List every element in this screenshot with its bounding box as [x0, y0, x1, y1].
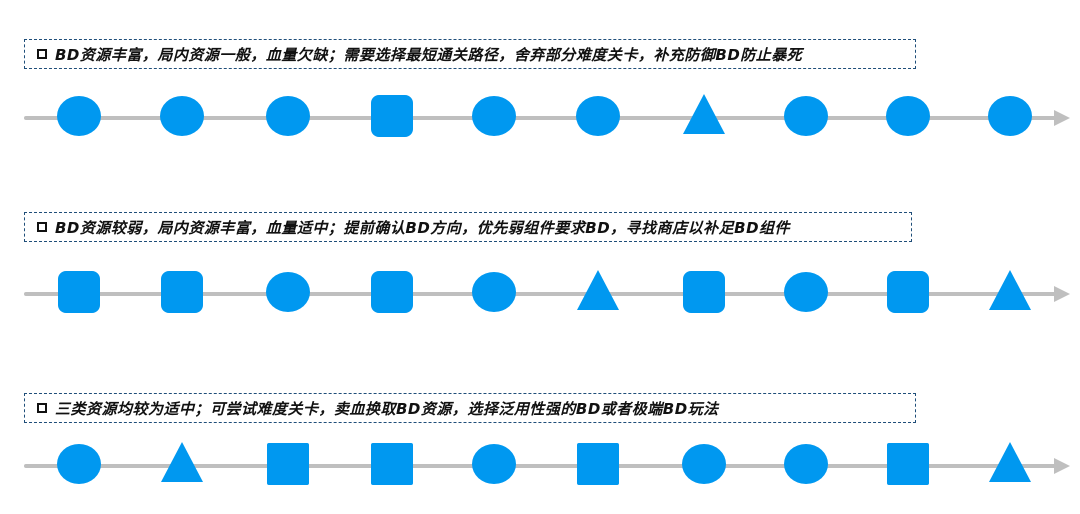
strategy-label-box: 三类资源均较为适中；可尝试难度关卡，卖血换取BD资源，选择泛用性强的BD或者极端… [24, 393, 916, 423]
path-node-circle [988, 95, 1032, 137]
circle-icon [472, 444, 516, 484]
path-node-circle [266, 95, 310, 137]
path-node-circle [266, 271, 310, 313]
path-node-circle [784, 95, 828, 137]
path-node-square [266, 443, 310, 485]
path-node-circle [886, 95, 930, 137]
path-node-triangle [576, 270, 620, 313]
path-node-rounded-square [886, 271, 930, 313]
strategy-label: BD资源较弱，局内资源丰富，血量适中；提前确认BD方向，优先弱组件要求BD，寻找… [55, 218, 791, 237]
path-node-circle [682, 443, 726, 485]
triangle-icon [577, 270, 619, 310]
path-node-circle [57, 443, 101, 485]
path-node-rounded-square [682, 271, 726, 313]
circle-icon [988, 96, 1032, 136]
strategy-label: BD资源丰富，局内资源一般，血量欠缺；需要选择最短通关路径，舍弃部分难度关卡，补… [55, 45, 803, 64]
circle-icon [784, 272, 828, 312]
circle-icon [57, 444, 101, 484]
path-node-triangle [988, 270, 1032, 313]
path-node-circle [160, 95, 204, 137]
square-icon [267, 443, 309, 485]
arrow-head-icon [1054, 110, 1070, 126]
arrow-head-icon [1054, 458, 1070, 474]
circle-icon [472, 272, 516, 312]
path-node-circle [472, 271, 516, 313]
path-node-circle [576, 95, 620, 137]
strategy-label-box: BD资源丰富，局内资源一般，血量欠缺；需要选择最短通关路径，舍弃部分难度关卡，补… [24, 39, 916, 69]
circle-icon [784, 444, 828, 484]
rounded-square-icon [683, 271, 725, 313]
path-line [24, 292, 1058, 296]
circle-icon [472, 96, 516, 136]
checkbox-icon [37, 49, 47, 59]
path-node-triangle [160, 442, 204, 485]
path-node-square [370, 443, 414, 485]
path-node-circle [784, 271, 828, 313]
path-line [24, 464, 1058, 468]
circle-icon [886, 96, 930, 136]
path-node-circle [57, 95, 101, 137]
path-node-circle [784, 443, 828, 485]
strategy-row-2: BD资源较弱，局内资源丰富，血量适中；提前确认BD方向，优先弱组件要求BD，寻找… [0, 212, 1080, 332]
circle-icon [160, 96, 204, 136]
strategy-label-box: BD资源较弱，局内资源丰富，血量适中；提前确认BD方向，优先弱组件要求BD，寻找… [24, 212, 912, 242]
square-icon [371, 443, 413, 485]
triangle-icon [683, 94, 725, 134]
rounded-square-icon [371, 271, 413, 313]
path-node-square [886, 443, 930, 485]
path-node-triangle [988, 442, 1032, 485]
circle-icon [576, 96, 620, 136]
path-line [24, 116, 1058, 120]
path-node-rounded-square [160, 271, 204, 313]
triangle-icon [989, 442, 1031, 482]
square-icon [887, 443, 929, 485]
path-node-rounded-square [370, 271, 414, 313]
path-node-triangle [682, 94, 726, 137]
arrow-head-icon [1054, 286, 1070, 302]
triangle-icon [989, 270, 1031, 310]
rounded-square-icon [58, 271, 100, 313]
circle-icon [784, 96, 828, 136]
circle-icon [682, 444, 726, 484]
path-node-square [576, 443, 620, 485]
strategy-label: 三类资源均较为适中；可尝试难度关卡，卖血换取BD资源，选择泛用性强的BD或者极端… [55, 399, 719, 418]
path-node-circle [472, 443, 516, 485]
rounded-square-icon [887, 271, 929, 313]
circle-icon [266, 272, 310, 312]
rounded-square-icon [371, 95, 413, 137]
checkbox-icon [37, 222, 47, 232]
strategy-row-1: BD资源丰富，局内资源一般，血量欠缺；需要选择最短通关路径，舍弃部分难度关卡，补… [0, 39, 1080, 159]
path-node-rounded-square [57, 271, 101, 313]
circle-icon [57, 96, 101, 136]
path-node-circle [472, 95, 516, 137]
checkbox-icon [37, 403, 47, 413]
strategy-row-3: 三类资源均较为适中；可尝试难度关卡，卖血换取BD资源，选择泛用性强的BD或者极端… [0, 393, 1080, 513]
triangle-icon [161, 442, 203, 482]
rounded-square-icon [161, 271, 203, 313]
square-icon [577, 443, 619, 485]
path-node-rounded-square [370, 95, 414, 137]
circle-icon [266, 96, 310, 136]
